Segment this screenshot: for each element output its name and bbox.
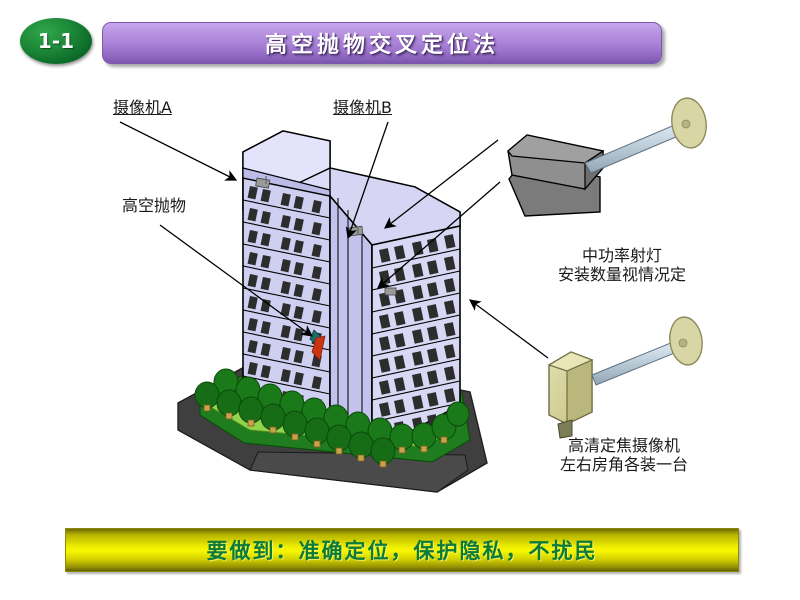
- floodlight-device: [507, 97, 707, 217]
- slide-title-text: 高空抛物交叉定位法: [264, 33, 499, 58]
- label-floodlight-line2: 安装数量视情况定: [558, 265, 687, 284]
- tree-row: [194, 368, 470, 468]
- label-hd-camera: 高清定焦摄像机 左右房角各装一台: [560, 436, 688, 474]
- building-camera-c-icon: [384, 287, 397, 296]
- slide-title-bar: 高空抛物交叉定位法: [102, 22, 662, 64]
- label-hd-camera-line1: 高清定焦摄像机: [568, 436, 681, 455]
- footer-banner: 要做到：准确定位，保护隐私，不扰民: [65, 528, 739, 572]
- label-falling-object: 高空抛物: [122, 196, 187, 215]
- hd-camera-device: [547, 316, 703, 439]
- label-camera-b: 摄像机B: [333, 98, 392, 117]
- label-camera-a: 摄像机A: [113, 98, 172, 117]
- footer-banner-text: 要做到：准确定位，保护隐私，不扰民: [206, 539, 598, 563]
- label-floodlight: 中功率射灯 安装数量视情况定: [558, 246, 686, 284]
- label-hd-camera-line2: 左右房角各装一台: [560, 455, 689, 474]
- building-camera-a-icon: [255, 176, 271, 189]
- label-floodlight-line1: 中功率射灯: [582, 246, 663, 265]
- leader-lines: [119, 121, 549, 359]
- slide-number-badge: 1-1: [20, 18, 92, 64]
- slide-number-label: 1-1: [37, 29, 75, 53]
